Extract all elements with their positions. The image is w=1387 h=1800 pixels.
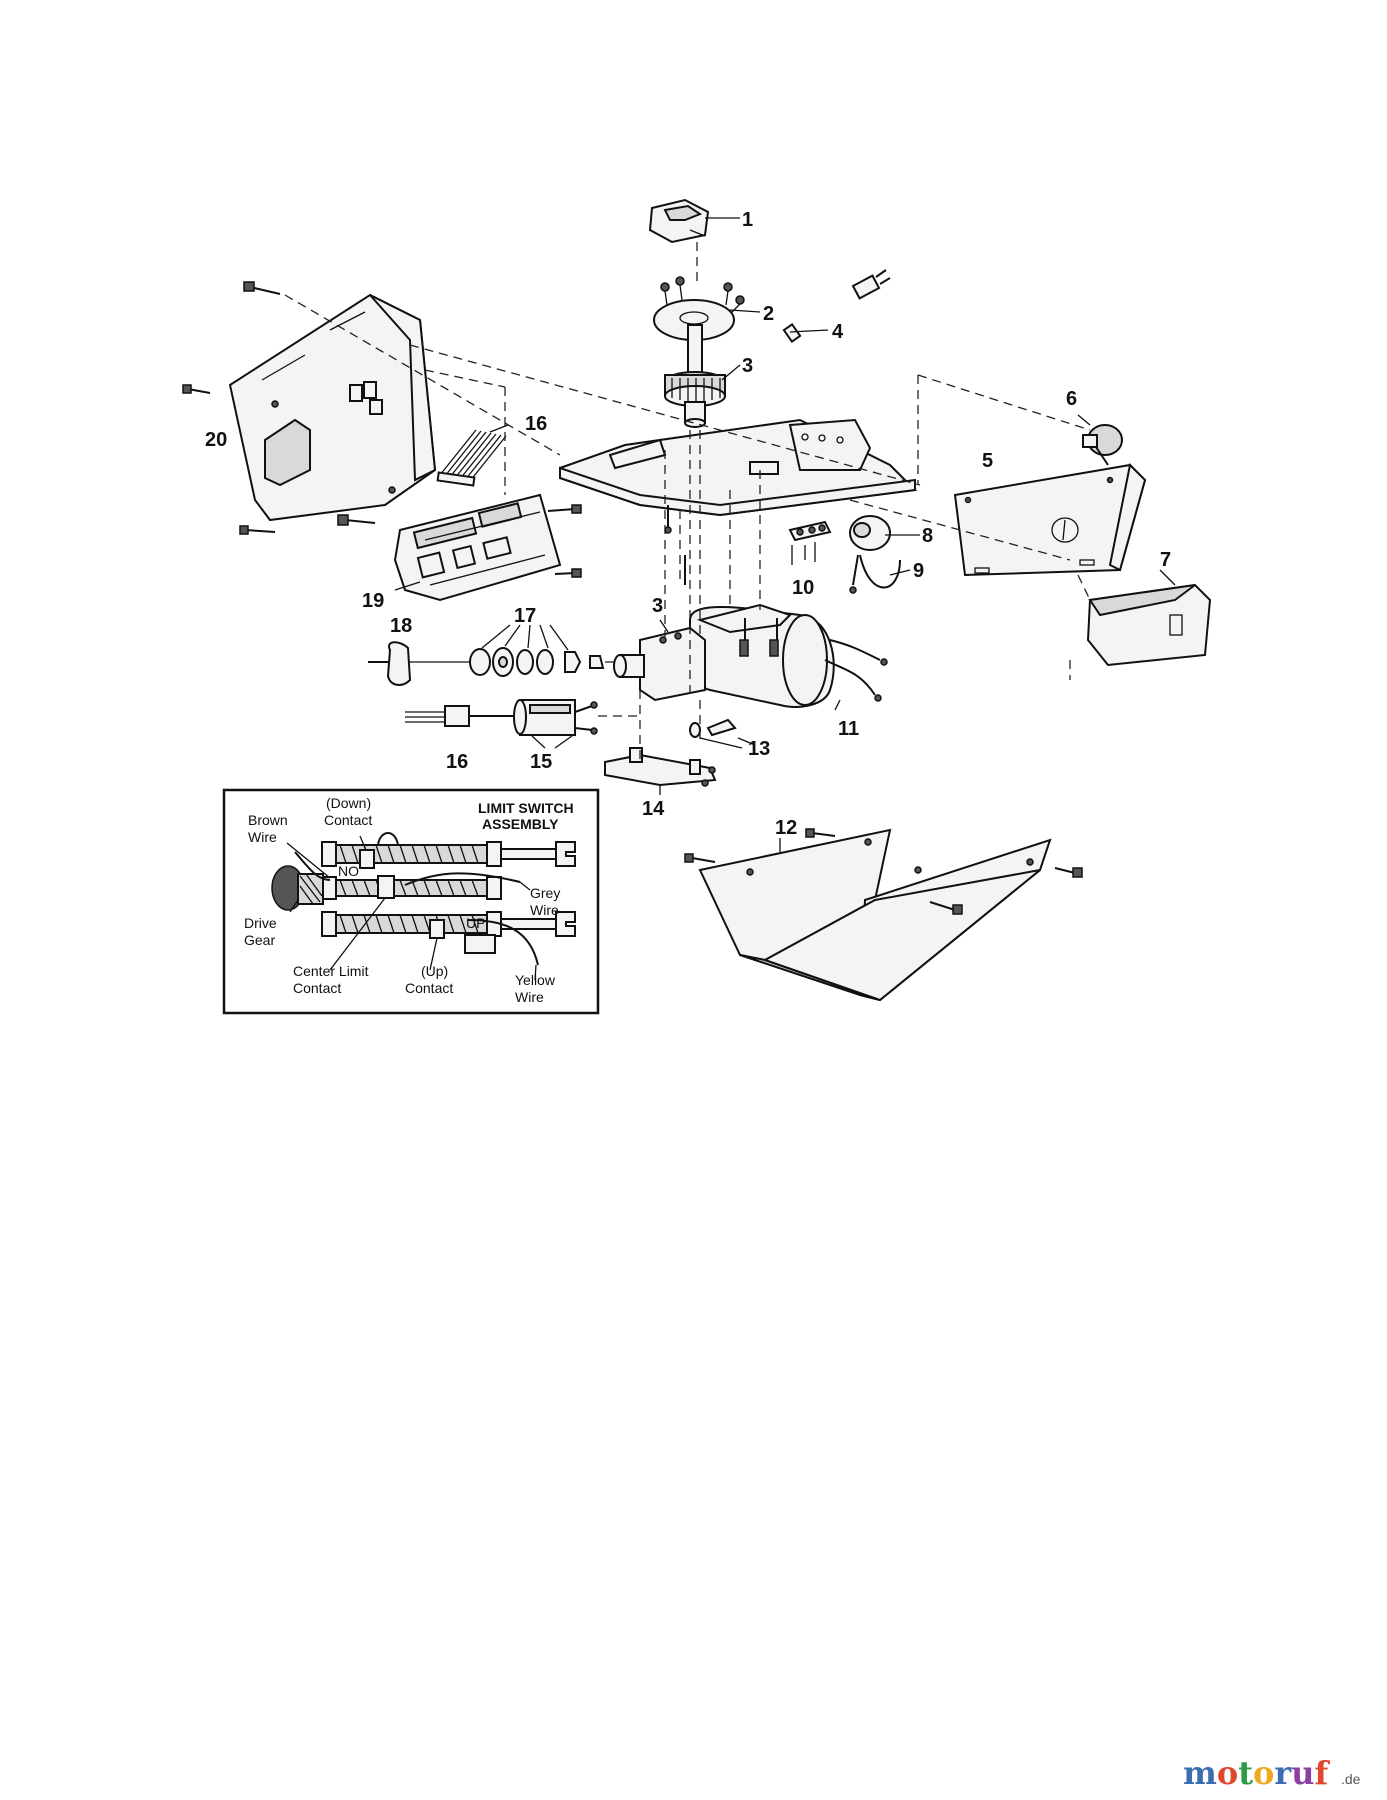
callout-6: 6 (1066, 388, 1077, 410)
inset-grey-wire (404, 872, 521, 886)
callout-19: 19 (362, 590, 384, 612)
callout-12: 12 (775, 817, 797, 839)
inset-label-drive: Drive (244, 915, 277, 931)
callout-20: 20 (205, 429, 227, 451)
logo-wordmark: motoruf (1183, 1754, 1330, 1792)
inset-label-drive-gear: Gear (244, 932, 275, 948)
callout-15: 15 (530, 751, 552, 773)
inset-label-brown-wire: Wire (248, 829, 277, 845)
part-11-motor (688, 603, 888, 708)
chassis (559, 418, 918, 517)
logo-tld: .de (1341, 1771, 1361, 1787)
callout-10: 10 (792, 577, 814, 599)
inset-label-grey-wire: Wire (530, 902, 559, 918)
part-3-shaft-gear (664, 324, 726, 428)
inset-center-contact (377, 875, 395, 899)
inset-brown-wire (294, 851, 331, 881)
screws-under-chassis (664, 505, 778, 640)
part-10-terminal-block (788, 520, 832, 565)
part-20-screws (182, 281, 376, 535)
callout-2: 2 (763, 303, 774, 325)
callout-4: 4 (832, 321, 844, 343)
part-13-contacts (689, 718, 737, 738)
inset-label-up: (Up) (421, 963, 448, 979)
inset-label-down-contact: Contact (324, 812, 372, 828)
inset-mark-no: NO (338, 863, 359, 879)
part-20-light-cover (228, 293, 437, 522)
inset-label-center-limit: Center Limit (293, 963, 369, 979)
part-7-lens-cover (1086, 583, 1212, 667)
callout-16-lower: 16 (446, 751, 468, 773)
limit-switch-inset: LIMIT SWITCH ASSEMBLY (222, 788, 600, 1015)
callout-3-upper: 3 (742, 355, 753, 377)
part-12-channel (698, 828, 1052, 1002)
part-15-limit-switch (505, 699, 598, 736)
inset-label-yellow: Yellow (515, 972, 556, 988)
inset-label-up-contact: Contact (405, 980, 453, 996)
inset-drive-gear (271, 865, 324, 911)
callout-16-upper: 16 (525, 413, 547, 435)
callout-1: 1 (742, 209, 753, 231)
callout-13: 13 (748, 738, 770, 760)
inset-title-line2: ASSEMBLY (482, 816, 559, 832)
part-17-spacers (408, 647, 605, 677)
inset-label-yellow-wire: Wire (515, 989, 544, 1005)
inset-title-line1: LIMIT SWITCH (478, 800, 574, 816)
part-3-gear-housing (613, 626, 706, 702)
part-18-drive-gear (368, 641, 412, 686)
inset-up-contact (429, 919, 445, 939)
inset-down-contact (359, 849, 375, 869)
part-4-power-cord (738, 269, 891, 426)
part-12-screws (684, 828, 1083, 915)
callout-5: 5 (982, 450, 993, 472)
inset-label-center-contact: Contact (293, 980, 341, 996)
assembly-lines (284, 242, 1091, 760)
part-14-bracket (604, 747, 717, 787)
part-2-mounting-plate (653, 276, 745, 341)
part-1-bracket (648, 198, 710, 244)
part-8-light-socket (849, 515, 891, 551)
callout-9: 9 (913, 560, 924, 582)
callout-18: 18 (390, 615, 412, 637)
part-19-logic-board (393, 493, 582, 602)
callout-labels: 1 2 3 4 6 5 8 7 9 10 16 20 19 18 17 3 11… (205, 209, 1171, 839)
inset-yellow-wire (467, 919, 539, 966)
inset-label-brown: Brown (248, 812, 288, 828)
part-16-wire-harness-upper (436, 429, 507, 487)
part-16-wire-harness-lower (405, 705, 505, 727)
part-5-end-panel (953, 462, 1147, 577)
inset-label-grey: Grey (530, 885, 560, 901)
callout-3-lower: 3 (652, 595, 663, 617)
callout-11: 11 (838, 718, 859, 740)
inset-label-down: (Down) (326, 795, 371, 811)
motoruf-logo: motoruf .de (1183, 1754, 1361, 1792)
part-6-knob (1082, 424, 1123, 466)
inset-mark-up: UP (466, 915, 485, 931)
callout-8: 8 (922, 525, 933, 547)
callout-14: 14 (642, 798, 665, 820)
callout-17: 17 (514, 605, 536, 627)
leader-lines (394, 217, 1176, 852)
part-9-socket-clip (849, 554, 901, 594)
callout-7: 7 (1160, 549, 1171, 571)
inset-threaded-rods (321, 841, 576, 937)
